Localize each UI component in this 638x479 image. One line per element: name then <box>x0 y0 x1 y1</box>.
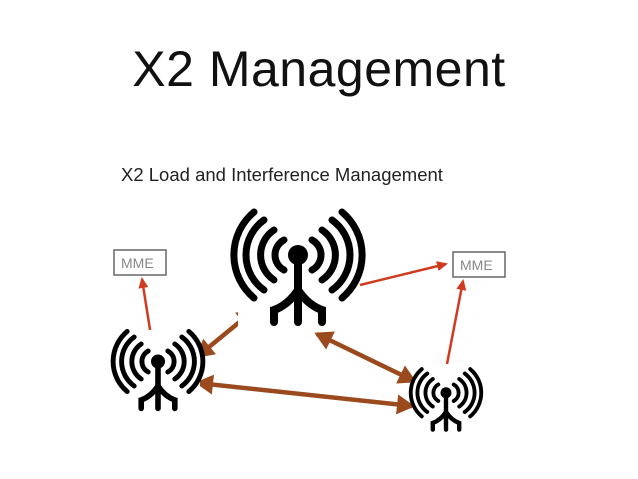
slide-title: X2 Management <box>132 41 506 97</box>
antenna-tower-icon-left <box>113 330 203 414</box>
antenna-tower-icon-right <box>411 368 482 434</box>
mme-label-left: MME <box>121 255 154 271</box>
s1-link-left-to-mme <box>138 277 153 337</box>
s1-link-top-to-mme <box>359 261 448 287</box>
slide-subtitle: X2 Load and Interference Management <box>121 164 443 185</box>
antenna-tower-icon-top <box>234 210 362 330</box>
s1-link-right-to-mme <box>445 279 467 365</box>
x2-link-left-right <box>195 374 415 415</box>
x2-link-top-right <box>314 331 417 384</box>
mme-box-left: MME <box>113 249 167 276</box>
mme-box-right: MME <box>452 251 506 278</box>
mme-label-right: MME <box>460 257 493 273</box>
